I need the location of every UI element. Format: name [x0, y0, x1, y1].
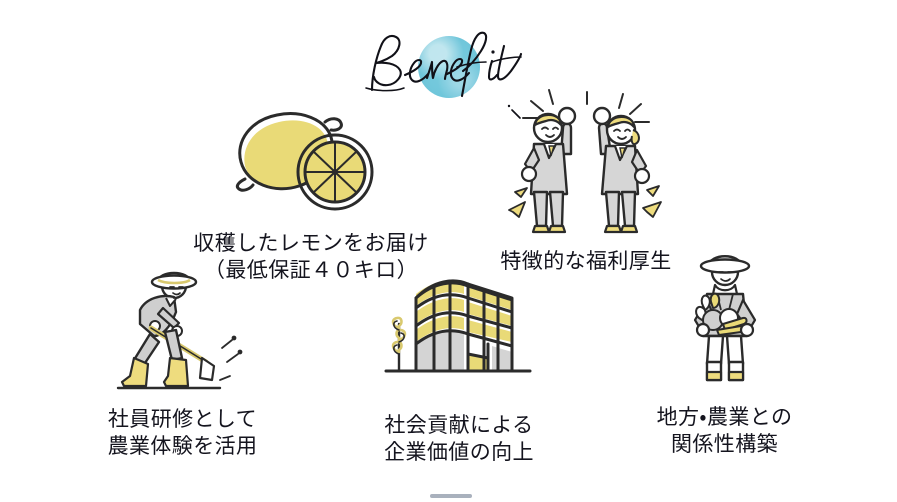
heading-script-benefit [365, 31, 523, 119]
office-building-illustration [382, 268, 537, 390]
caption-line: 関係性構築 [671, 433, 778, 456]
watercolor-circle [418, 36, 480, 98]
caption-line: 収穫したレモンをお届け [193, 232, 429, 255]
caption-line: 地方・農業との [656, 406, 793, 429]
lemon-illustration [221, 100, 401, 220]
benefit-item-welfare-caption: 特徴的な福利厚生 [468, 248, 704, 275]
benefit-item-welfare: 特徴的な福利厚生 [468, 84, 704, 275]
benefit-item-lemon-caption: 収穫したレモンをお届け （最低保証４０キロ） [180, 230, 442, 284]
benefit-item-training-caption: 社員研修として 農業体験を活用 [70, 406, 295, 460]
benefit-item-contribution-caption: 社会貢献による 企業価値の向上 [348, 412, 570, 466]
benefit-item-contribution: 社会貢献による 企業価値の向上 [348, 268, 570, 466]
caption-line: 農業体験を活用 [107, 435, 258, 458]
benefit-item-training: 社員研修として 農業体験を活用 [70, 252, 295, 460]
caption-line: 企業価値の向上 [384, 441, 534, 464]
caption-line: 社会貢献による [384, 414, 534, 437]
caption-line: 特徴的な福利厚生 [500, 250, 672, 273]
farmer-hoeing-illustration [110, 252, 255, 392]
benefit-item-relationship: 地方・農業との 関係性構築 [612, 240, 837, 458]
benefit-item-relationship-caption: 地方・農業との 関係性構築 [612, 404, 837, 458]
section-heading [0, 18, 897, 119]
farmer-with-vegetables-illustration [665, 240, 785, 392]
scroll-indicator-bar[interactable] [430, 494, 472, 498]
caption-line: （最低保証４０キロ） [204, 259, 418, 282]
caption-line: 社員研修として [107, 408, 258, 431]
benefit-item-lemon: 収穫したレモンをお届け （最低保証４０キロ） [180, 100, 442, 284]
cheering-employees-illustration [501, 84, 671, 236]
